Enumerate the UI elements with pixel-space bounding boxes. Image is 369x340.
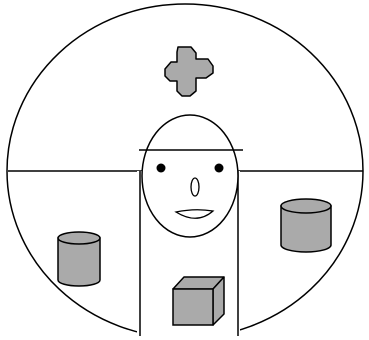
face-outline xyxy=(142,115,238,237)
cylinder-left xyxy=(58,232,100,286)
left-eye xyxy=(157,164,166,173)
nose xyxy=(191,178,199,196)
cylinder-right xyxy=(281,199,331,252)
right-eye xyxy=(215,164,224,173)
cube xyxy=(173,277,224,325)
